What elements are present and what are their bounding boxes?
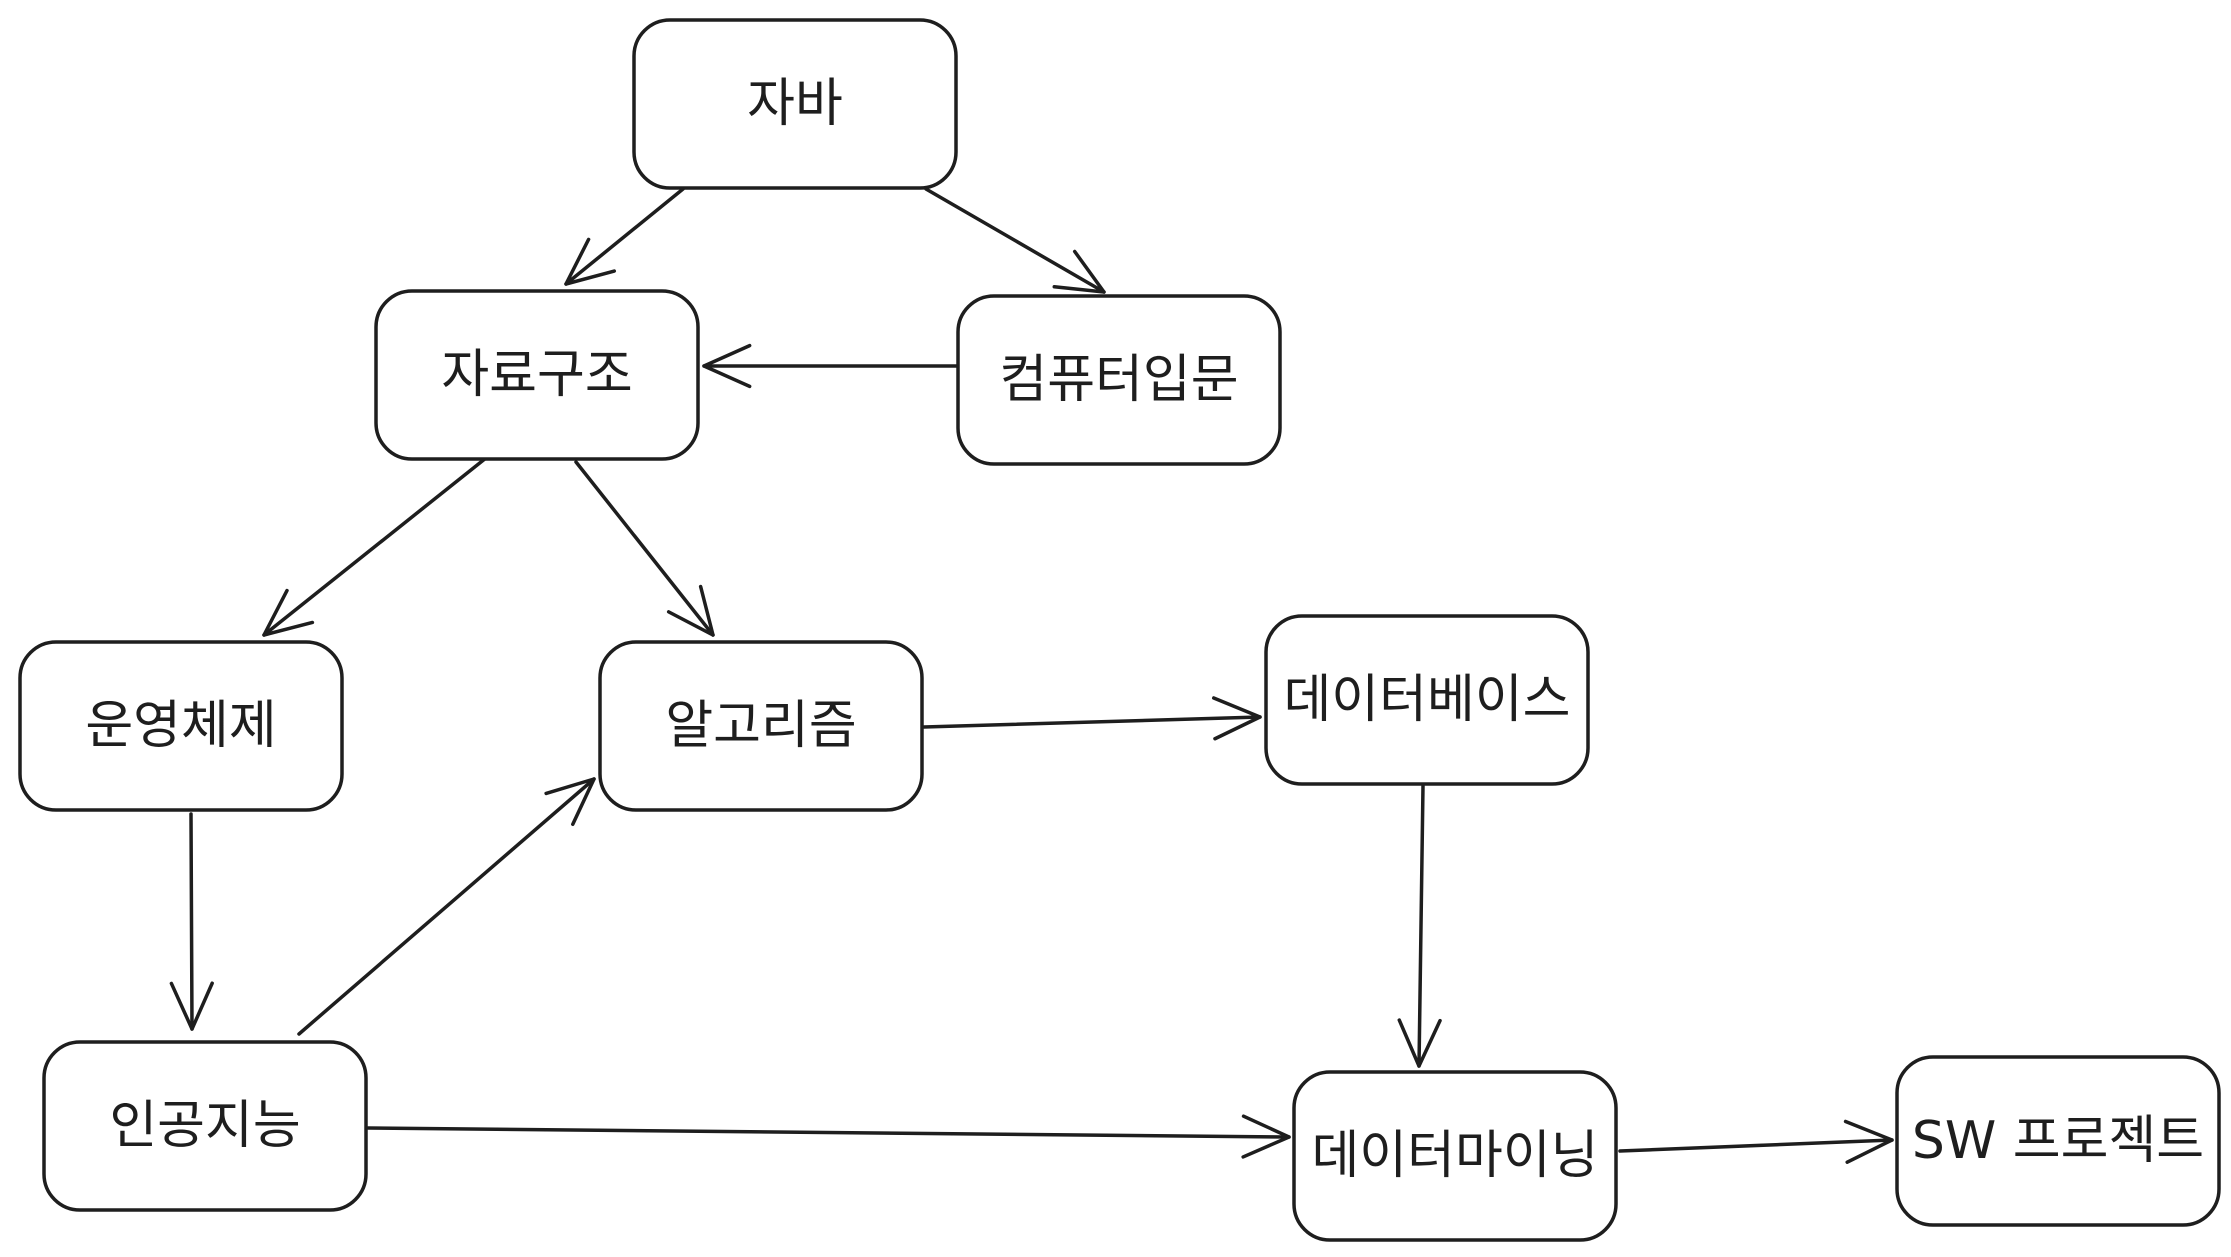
edge-line xyxy=(574,460,715,637)
edge-datastruct-to-algo xyxy=(574,460,715,637)
node-box xyxy=(598,640,924,812)
edge-line xyxy=(189,812,194,1031)
node-datastruct: 자료구조 xyxy=(374,289,700,461)
arrowhead-icon xyxy=(702,343,752,389)
node-ai: 인공지능 xyxy=(42,1040,368,1212)
arrowhead-icon xyxy=(666,584,715,637)
edge-java-to-datastruct xyxy=(564,187,685,286)
node-box xyxy=(374,289,700,461)
node-box xyxy=(18,640,344,812)
edge-line xyxy=(922,715,1262,729)
node-label: 데이터마이닝 xyxy=(1311,1126,1598,1186)
arrowhead-icon xyxy=(1052,249,1106,294)
node-algo: 알고리즘 xyxy=(598,640,924,812)
edge-line xyxy=(1417,784,1425,1068)
node-box xyxy=(1895,1055,2221,1227)
arrowhead-icon xyxy=(564,237,617,286)
node-sw: SW 프로젝트 xyxy=(1895,1055,2221,1227)
node-label: 인공지능 xyxy=(109,1096,300,1156)
node-intro: 컴퓨터입문 xyxy=(956,294,1282,466)
arrowhead-icon xyxy=(1212,696,1262,741)
node-label: 자료구조 xyxy=(441,345,632,405)
arrowhead-icon xyxy=(1241,1114,1291,1159)
arrowhead-icon xyxy=(1397,1018,1442,1068)
node-db: 데이터베이스 xyxy=(1264,614,1590,786)
edge-line xyxy=(366,1126,1291,1139)
arrowhead-icon xyxy=(169,981,214,1031)
edge-line xyxy=(1618,1138,1894,1153)
node-label: 알고리즘 xyxy=(665,696,856,756)
node-box xyxy=(1292,1070,1618,1242)
node-label: 자바 xyxy=(747,74,843,134)
edge-db-to-dm xyxy=(1397,784,1442,1068)
edge-ai-to-algo xyxy=(297,777,596,1036)
node-box xyxy=(42,1040,368,1212)
edge-datastruct-to-os xyxy=(262,456,488,637)
edge-line xyxy=(564,187,685,286)
edge-java-to-intro xyxy=(924,187,1106,294)
node-label: SW 프로젝트 xyxy=(1912,1111,2204,1171)
node-box xyxy=(632,18,958,190)
arrowhead-icon xyxy=(262,588,315,637)
node-dm: 데이터마이닝 xyxy=(1292,1070,1618,1242)
node-box xyxy=(956,294,1282,466)
node-os: 운영체제 xyxy=(18,640,344,812)
edge-line xyxy=(297,777,596,1036)
node-label: 데이터베이스 xyxy=(1283,670,1570,730)
edge-line xyxy=(924,187,1106,294)
arrowhead-icon xyxy=(1843,1119,1894,1164)
node-label: 컴퓨터입문 xyxy=(999,350,1238,410)
edge-line xyxy=(262,456,488,637)
edge-dm-to-sw xyxy=(1618,1119,1894,1164)
edge-algo-to-db xyxy=(922,696,1262,741)
arrowhead-icon xyxy=(544,777,596,827)
node-java: 자바 xyxy=(632,18,958,190)
edge-intro-to-datastruct xyxy=(702,343,959,389)
edges-layer xyxy=(169,187,1894,1164)
edge-ai-to-dm xyxy=(366,1114,1291,1159)
node-box xyxy=(1264,614,1590,786)
node-label: 운영체제 xyxy=(85,696,276,756)
edge-os-to-ai xyxy=(169,812,214,1031)
